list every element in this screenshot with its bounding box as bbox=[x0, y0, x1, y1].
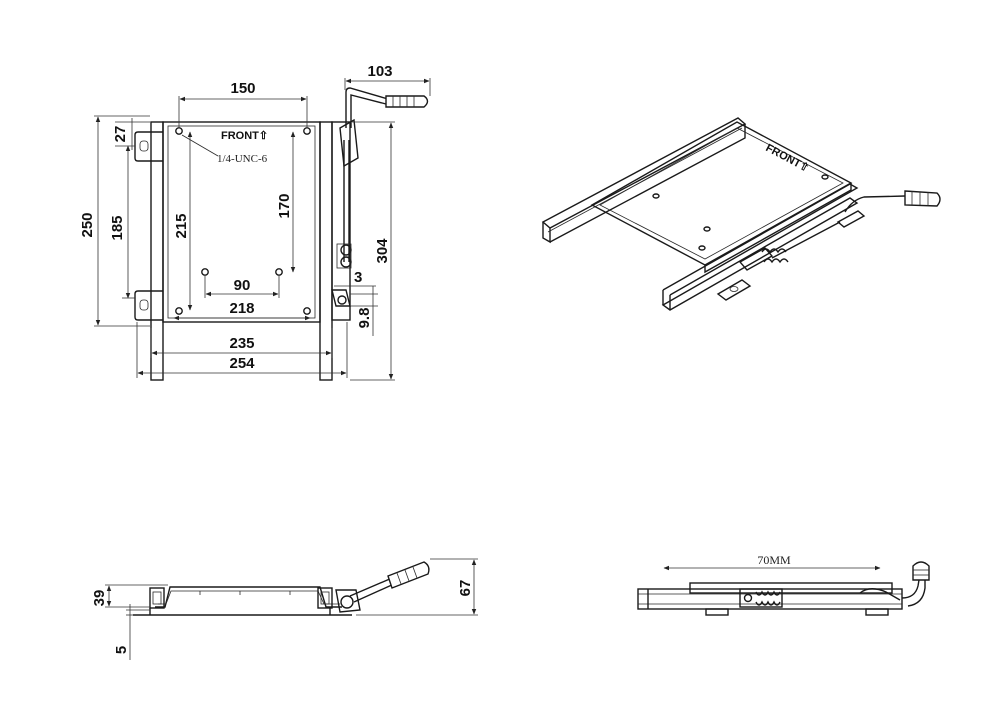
dim-90: 90 bbox=[234, 277, 251, 294]
rail-foot bbox=[705, 608, 729, 616]
iso-left-rail-side bbox=[549, 124, 746, 243]
left-tab-lower bbox=[134, 290, 163, 321]
side-left-rail bbox=[149, 587, 165, 609]
rail-handle-arm bbox=[901, 579, 920, 599]
side-plate-inner bbox=[158, 590, 340, 605]
iso-hole bbox=[821, 174, 829, 180]
dim-215: 215 bbox=[173, 213, 190, 238]
travel-label: 70MM bbox=[757, 553, 791, 567]
dim-27: 27 bbox=[112, 126, 129, 143]
left-slot-upper bbox=[139, 140, 149, 152]
iso-latch bbox=[738, 247, 774, 271]
rail-spring bbox=[755, 590, 781, 596]
dim-250: 250 bbox=[79, 212, 96, 237]
iso-foot bbox=[716, 279, 752, 301]
side-right-rail bbox=[317, 587, 333, 609]
mount-hole bbox=[175, 307, 183, 315]
dim-67: 67 bbox=[457, 580, 474, 597]
top-view: FRONT⇧ 1/4-UNC-6 150 103 bbox=[79, 63, 431, 381]
rail-latch-block bbox=[739, 588, 783, 608]
dim-235: 235 bbox=[229, 335, 254, 352]
handle-bracket bbox=[339, 118, 359, 168]
dim-304: 304 bbox=[374, 238, 391, 264]
side-latch-body bbox=[335, 589, 361, 613]
iso-handle-arm bbox=[844, 195, 906, 213]
mount-hole bbox=[275, 268, 283, 276]
left-tab-upper bbox=[134, 131, 163, 162]
thread-leader bbox=[181, 134, 219, 157]
mount-hole bbox=[303, 127, 311, 135]
iso-view: FRONT⇧ bbox=[541, 117, 941, 311]
dim-103: 103 bbox=[367, 63, 392, 80]
dim-3: 3 bbox=[354, 269, 362, 286]
rail-foot bbox=[865, 608, 889, 616]
iso-hole bbox=[698, 245, 706, 251]
mount-hole bbox=[201, 268, 209, 276]
side-plate-profile bbox=[155, 586, 342, 608]
inner-rail bbox=[689, 582, 893, 594]
rail-handle-grip bbox=[912, 561, 930, 581]
right-rail-flange bbox=[331, 121, 351, 321]
iso-plate bbox=[590, 121, 853, 266]
dim-39: 39 bbox=[91, 590, 108, 607]
handle-arm-edge bbox=[350, 94, 387, 128]
dim-185: 185 bbox=[109, 215, 126, 240]
right-rail bbox=[319, 121, 333, 381]
front-label: FRONT⇧ bbox=[221, 130, 268, 142]
iso-handle-grip bbox=[904, 190, 941, 207]
iso-left-rail-end bbox=[542, 222, 551, 244]
left-slot-lower bbox=[139, 299, 149, 311]
iso-foot bbox=[836, 210, 866, 228]
iso-right-rail-upper bbox=[662, 183, 859, 296]
iso-spring bbox=[761, 248, 789, 264]
iso-plate-edge bbox=[704, 183, 852, 274]
dim-254: 254 bbox=[229, 355, 255, 372]
right-slot-lower bbox=[337, 295, 347, 305]
side-latch-pivot bbox=[340, 595, 354, 609]
side-view: 39 5 67 bbox=[91, 558, 478, 660]
iso-right-rail-top bbox=[661, 197, 859, 311]
side-handle-arm bbox=[349, 577, 395, 603]
dim-218: 218 bbox=[229, 300, 254, 317]
rail-hook bbox=[859, 588, 901, 601]
dim-5: 5 bbox=[113, 646, 130, 654]
side-handle-grip bbox=[387, 561, 430, 589]
iso-right-rail-end bbox=[662, 290, 671, 310]
dim-9-8: 9.8 bbox=[356, 308, 373, 329]
thread-label: 1/4-UNC-6 bbox=[217, 153, 268, 165]
iso-hole bbox=[652, 193, 660, 199]
dim-170: 170 bbox=[276, 193, 293, 218]
mount-hole bbox=[175, 127, 183, 135]
latch-housing bbox=[336, 243, 352, 269]
dim-150: 150 bbox=[230, 80, 255, 97]
iso-plate-inner bbox=[599, 127, 844, 260]
rail-view: 70MM bbox=[637, 553, 930, 616]
handle-arm bbox=[345, 87, 389, 128]
mount-hole bbox=[303, 307, 311, 315]
iso-hole bbox=[703, 226, 711, 232]
